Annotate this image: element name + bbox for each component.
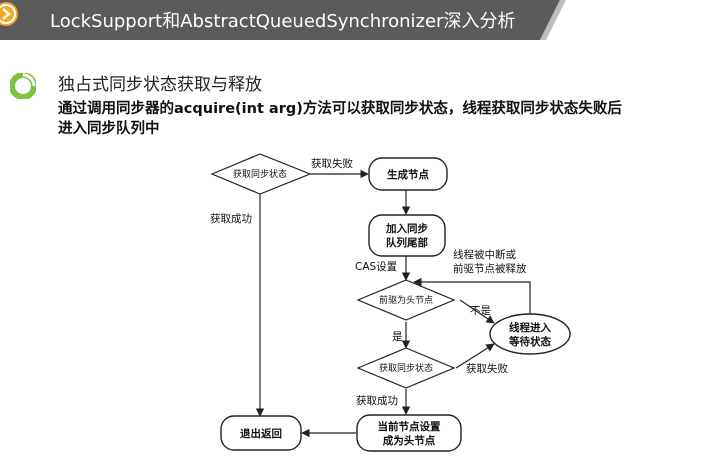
page-title: LockSupport和AbstractQueuedSynchronizer深入… (50, 11, 516, 32)
description-line-1: 通过调用同步器的acquire(int arg)方法可以获取同步状态，线程获取同… (58, 101, 622, 117)
flow-edges (255, 169, 531, 438)
diamond-pred-head (356, 279, 456, 321)
bullet-ring-icon (10, 73, 36, 99)
node-pred-head-label: 前驱为头节点 (379, 294, 433, 306)
node-acquire-1-label: 获取同步状态 (233, 168, 287, 180)
arrow-right-icon[interactable] (0, 0, 26, 28)
node-wait (489, 313, 571, 355)
node-create (368, 157, 448, 191)
edge-label-yes: 是 (392, 331, 403, 343)
edge-wait-loop (413, 277, 531, 314)
edge-label-not-yes: 不是 (470, 305, 491, 317)
node-exit (220, 415, 302, 451)
edge-not-head (459, 299, 495, 324)
node-enqueue (368, 214, 446, 257)
node-acquire-2-label: 获取同步状态 (379, 362, 433, 374)
edge-label-interrupt-1: 线程被中断或 (453, 248, 516, 261)
node-wait-label-2: 等待状态 (508, 335, 551, 348)
header-bar: LockSupport和AbstractQueuedSynchronizer深入… (0, 0, 705, 40)
node-create-label: 生成节点 (387, 168, 429, 181)
section-title: 独占式同步状态获取与释放 (58, 75, 262, 95)
edge-label-success-1: 获取成功 (210, 213, 252, 225)
edge-label-fail-2: 获取失败 (466, 362, 508, 375)
node-exit-label: 退出返回 (240, 427, 282, 440)
edge-label-cas: CAS设置 (355, 261, 397, 273)
node-enqueue-label-1: 加入同步 (385, 222, 428, 235)
edge-label-interrupt-2: 前驱节点被释放 (453, 262, 527, 275)
edge-acquire2-fail (455, 343, 495, 369)
edge-label-success-2: 获取成功 (356, 395, 398, 407)
node-wait-label-1: 线程进入 (509, 321, 551, 334)
node-set-head (356, 414, 462, 452)
node-enqueue-label-2: 队列尾部 (386, 236, 428, 249)
diamond-acquire-1 (210, 153, 312, 195)
edge-label-fail-1: 获取失败 (311, 157, 353, 170)
header-background (0, 0, 566, 40)
diamond-acquire-2 (356, 347, 456, 389)
node-set-head-label-2: 成为头节点 (383, 434, 436, 447)
description-line-2: 进入同步队列中 (58, 121, 160, 137)
node-set-head-label-1: 当前节点设置 (378, 420, 441, 433)
